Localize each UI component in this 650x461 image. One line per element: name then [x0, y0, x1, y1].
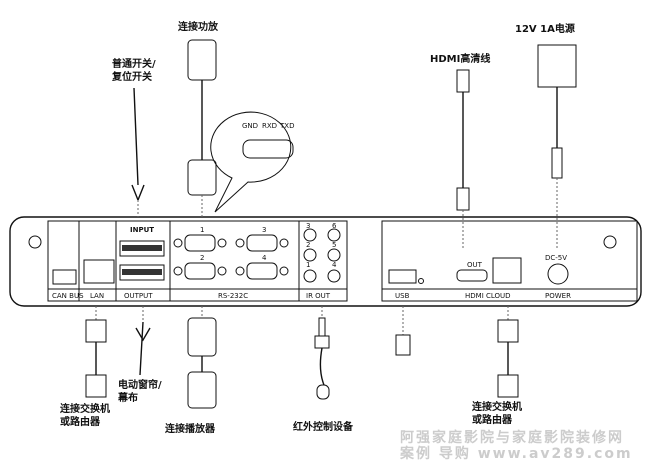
watermark-line1: 阿强家庭影院与家庭影院装修网 — [400, 429, 624, 446]
power-jack[interactable] — [547, 263, 569, 285]
mount-hole-left — [28, 235, 42, 249]
input-label: INPUT — [130, 226, 154, 234]
switch-wire — [131, 87, 145, 201]
svg-text:5: 5 — [332, 241, 336, 249]
power-label: POWER — [545, 292, 571, 300]
svg-text:1: 1 — [200, 226, 204, 234]
lan-label: LAN — [90, 292, 104, 300]
player-cable — [187, 317, 217, 409]
switch-label-1: 普通开关/ — [112, 57, 156, 70]
output-terminal[interactable] — [119, 264, 165, 281]
router-right-label-2: 或路由器 — [472, 413, 513, 426]
rs232-port-2[interactable]: 2 — [173, 254, 227, 280]
router-left-label-1: 连接交换机 — [60, 402, 110, 415]
rs232-label: RS-232C — [218, 292, 248, 300]
svg-text:2: 2 — [200, 254, 204, 262]
pin-rxd-label: RXD — [262, 122, 277, 130]
lan-port[interactable] — [83, 259, 115, 284]
ir-device-label: 红外控制设备 — [293, 420, 354, 433]
svg-text:2: 2 — [306, 241, 310, 249]
rs232-port-4[interactable]: 4 — [235, 254, 289, 280]
pin-txd-label: TXD — [279, 122, 294, 130]
amp-label: 连接功放 — [178, 20, 219, 33]
watermark-line2: 案例 导购 www.av289.com — [399, 445, 633, 461]
mount-hole-right — [603, 235, 617, 249]
usb-port[interactable] — [388, 269, 417, 284]
ir-ports[interactable]: 3 6 2 5 1 4 — [303, 222, 341, 283]
amp-cable — [187, 39, 217, 217]
input-terminal[interactable] — [119, 240, 165, 257]
hdmi-cable — [456, 69, 470, 250]
lan-cable-left — [85, 319, 107, 398]
db9-callout-bubble — [210, 111, 292, 213]
can-bus-port[interactable] — [52, 269, 77, 285]
power-adapter — [537, 44, 577, 250]
pin-gnd-label: GND — [242, 122, 258, 130]
rs232-port-1[interactable]: 1 — [173, 226, 227, 252]
hdmi-cable-label: HDMI高清线 — [430, 52, 490, 65]
router-right-label-1: 连接交换机 — [472, 400, 522, 413]
hdmi-out-label: OUT — [467, 261, 483, 269]
svg-text:6: 6 — [332, 222, 337, 230]
usb-drive — [395, 334, 411, 356]
cloud-port[interactable] — [492, 257, 522, 284]
ir-emitter-cable — [314, 317, 330, 400]
dc-label: DC-5V — [545, 254, 567, 262]
hdmi-cloud-label: HDMI CLOUD — [465, 292, 511, 300]
svg-text:4: 4 — [262, 254, 267, 262]
lan-cable-right — [497, 319, 519, 398]
usb-label: USB — [395, 292, 410, 300]
svg-text:1: 1 — [306, 261, 310, 269]
ir-out-label: IR OUT — [306, 292, 331, 300]
svg-text:4: 4 — [332, 261, 337, 269]
svg-text:3: 3 — [262, 226, 266, 234]
power-supply-label: 12V 1A电源 — [515, 22, 575, 35]
output-label: OUTPUT — [124, 292, 153, 300]
player-label: 连接播放器 — [165, 422, 216, 435]
device-panel — [9, 216, 642, 307]
svg-text:3: 3 — [306, 222, 310, 230]
hdmi-out-port[interactable] — [456, 269, 488, 282]
db9-pinout — [242, 139, 294, 159]
curtain-label-2: 幕布 — [117, 391, 138, 404]
curtain-wire — [135, 321, 151, 376]
curtain-label-1: 电动窗帘/ — [118, 378, 162, 391]
rs232-port-3[interactable]: 3 — [235, 226, 289, 252]
can-bus-label: CAN BUS — [52, 292, 84, 300]
router-left-label-2: 或路由器 — [60, 415, 101, 428]
switch-label-2: 复位开关 — [111, 70, 152, 83]
